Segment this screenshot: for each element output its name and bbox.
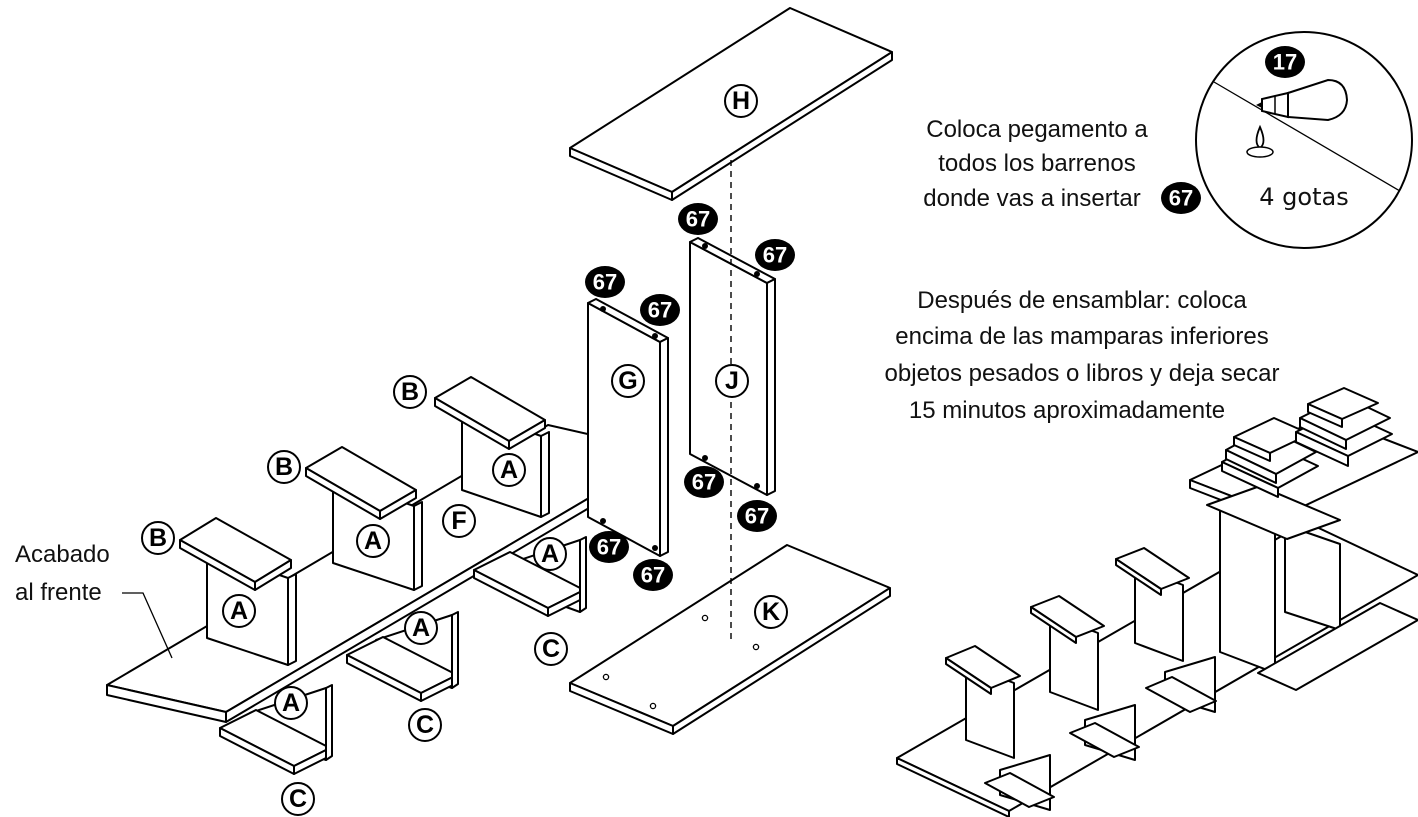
assembled-shelf-view xyxy=(896,387,1418,817)
label-h: H xyxy=(724,84,758,118)
svg-text:B: B xyxy=(275,453,293,481)
svg-text:B: B xyxy=(401,378,419,406)
drops-label: 4 gotas xyxy=(1259,183,1348,211)
panel-g xyxy=(587,298,669,557)
svg-text:A: A xyxy=(500,456,518,484)
svg-text:A: A xyxy=(412,614,430,642)
svg-text:encima de las mamparas inferio: encima de las mamparas inferiores xyxy=(895,323,1269,350)
glue-bottle-icon xyxy=(1256,78,1349,122)
svg-text:67: 67 xyxy=(692,470,716,495)
dowel-callout-1: 67 xyxy=(678,203,718,235)
book-stack-right xyxy=(1295,387,1393,467)
label-c-2: C xyxy=(408,708,442,742)
svg-text:67: 67 xyxy=(648,298,672,323)
svg-text:67: 67 xyxy=(745,504,769,529)
svg-text:C: C xyxy=(416,711,434,739)
dowel-callout-6: 67 xyxy=(737,500,777,532)
svg-text:K: K xyxy=(762,598,780,626)
glue-drop-icon xyxy=(1246,124,1274,158)
glue-detail-inset: 17 4 gotas xyxy=(1195,31,1413,249)
label-a-3: A xyxy=(492,453,526,487)
svg-text:todos los barrenos: todos los barrenos xyxy=(938,150,1135,177)
dowel-callout-7: 67 xyxy=(589,531,629,563)
main-shelf-assembly xyxy=(106,7,893,775)
svg-text:67: 67 xyxy=(593,270,617,295)
finish-note: Acabado al frente xyxy=(15,541,110,606)
label-a-4: A xyxy=(274,686,308,720)
svg-text:Coloca pegamento a: Coloca pegamento a xyxy=(926,116,1148,143)
svg-text:A: A xyxy=(230,597,248,625)
svg-text:al frente: al frente xyxy=(15,579,102,606)
part-labels: H G J F K A A A xyxy=(141,84,788,816)
svg-text:67: 67 xyxy=(763,243,787,268)
svg-text:H: H xyxy=(732,87,750,115)
dowel-callouts: 67 67 67 67 67 67 67 67 xyxy=(585,203,795,591)
label-j: J xyxy=(715,364,749,398)
dowel-callout-inline: 67 xyxy=(1161,182,1201,214)
svg-text:C: C xyxy=(542,635,560,663)
svg-text:67: 67 xyxy=(1169,186,1193,211)
svg-text:A: A xyxy=(282,689,300,717)
label-g: G xyxy=(611,364,645,398)
label-a-1: A xyxy=(222,594,256,628)
svg-text:Acabado: Acabado xyxy=(15,541,110,568)
dowel-callout-5: 67 xyxy=(684,466,724,498)
dowel-callout-2: 67 xyxy=(755,239,795,271)
label-k: K xyxy=(754,595,788,629)
svg-text:J: J xyxy=(725,367,739,395)
label-c-1: C xyxy=(281,782,315,816)
label-b-2: B xyxy=(267,450,301,484)
svg-text:67: 67 xyxy=(597,535,621,560)
svg-text:15 minutos aproximadamente: 15 minutos aproximadamente xyxy=(909,397,1225,424)
label-f: F xyxy=(442,504,476,538)
dowel-callout-3: 67 xyxy=(585,266,625,298)
svg-text:Después de ensamblar: coloca: Después de ensamblar: coloca xyxy=(917,287,1247,314)
svg-text:A: A xyxy=(541,540,559,568)
svg-text:B: B xyxy=(149,524,167,552)
svg-text:G: G xyxy=(618,367,637,395)
svg-text:F: F xyxy=(451,507,466,535)
label-c-3: C xyxy=(534,632,568,666)
label-b-3: B xyxy=(393,375,427,409)
dowel-callout-4: 67 xyxy=(640,294,680,326)
book-stack-left xyxy=(1221,417,1319,498)
svg-text:17: 17 xyxy=(1273,50,1297,75)
svg-text:A: A xyxy=(364,527,382,555)
finish-leader-line xyxy=(122,592,173,659)
label-a-2: A xyxy=(356,524,390,558)
label-a-6: A xyxy=(533,537,567,571)
svg-text:C: C xyxy=(289,785,307,813)
svg-text:objetos pesados o libros y dej: objetos pesados o libros y deja secar xyxy=(885,360,1280,387)
glue-callout: 17 xyxy=(1265,46,1305,78)
after-assembly-note: Después de ensamblar: coloca encima de l… xyxy=(885,287,1280,424)
panel-k xyxy=(569,544,891,735)
glue-note: Coloca pegamento a todos los barrenos do… xyxy=(923,116,1201,214)
svg-text:67: 67 xyxy=(641,563,665,588)
svg-text:donde vas a insertar: donde vas a insertar xyxy=(923,185,1140,212)
label-b-1: B xyxy=(141,521,175,555)
label-a-5: A xyxy=(404,611,438,645)
dowel-callout-8: 67 xyxy=(633,559,673,591)
svg-text:67: 67 xyxy=(686,207,710,232)
